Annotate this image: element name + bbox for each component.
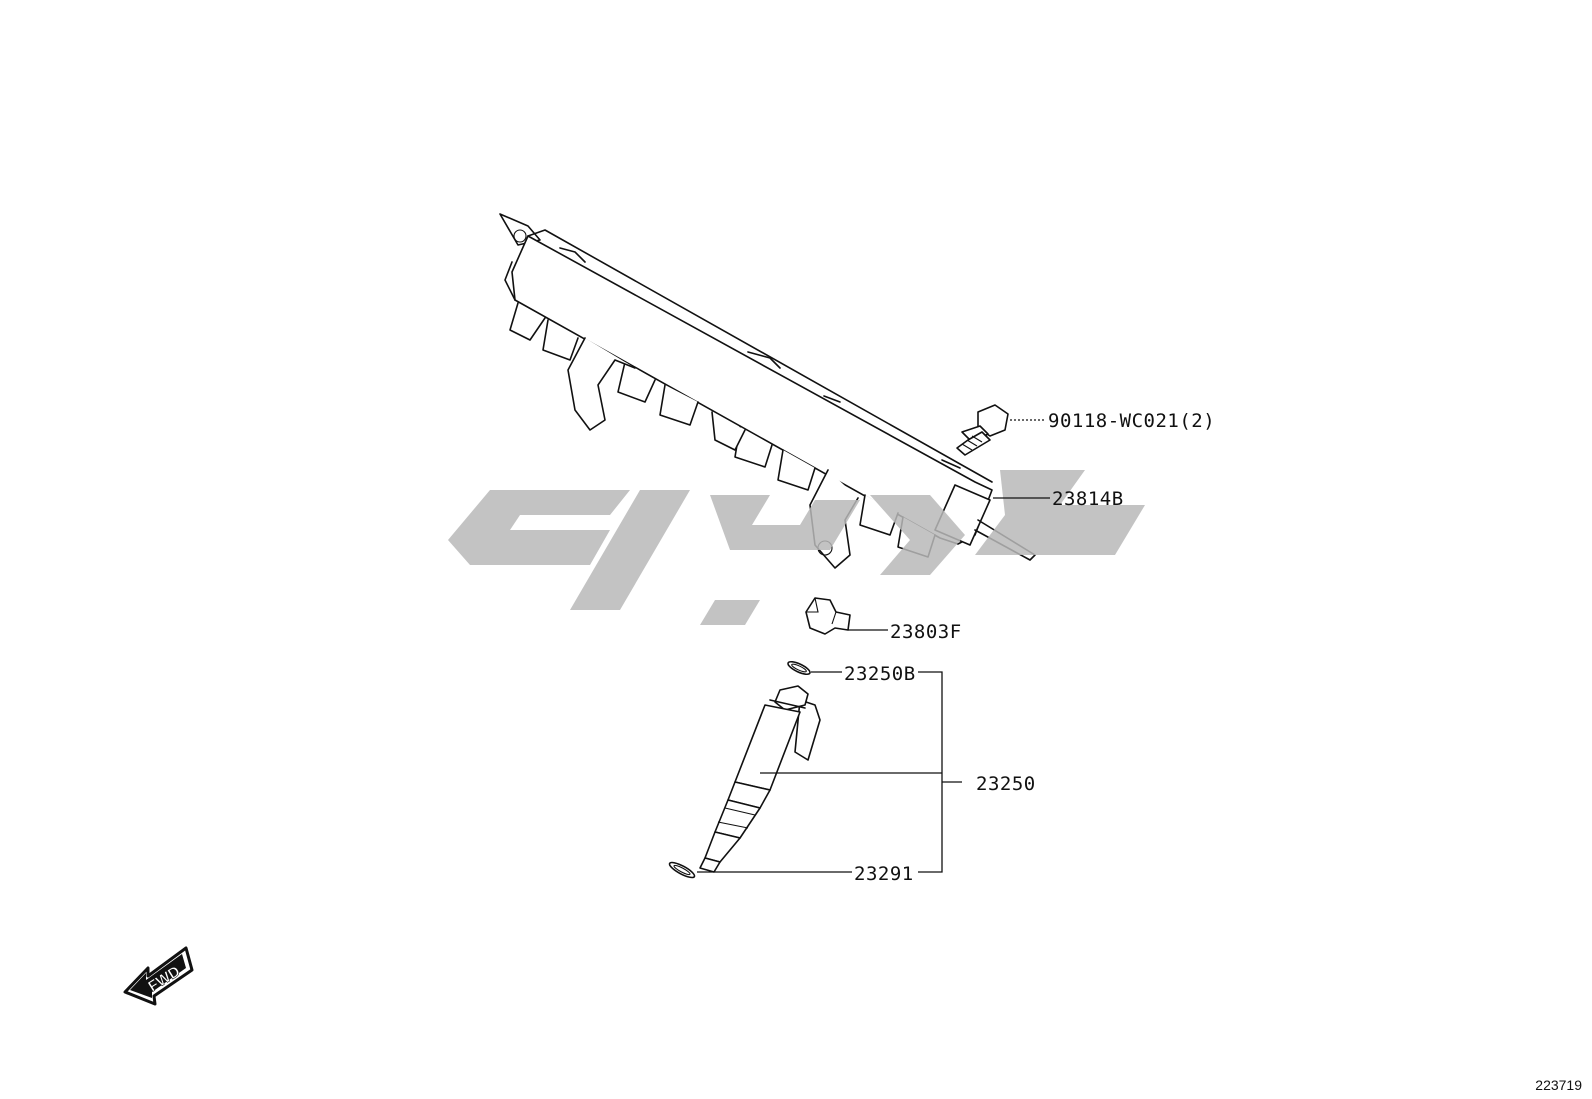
diagram-id: 223719 (1535, 1077, 1582, 1093)
clip[interactable] (805, 597, 851, 635)
bolt[interactable] (956, 404, 1009, 456)
label-rail[interactable]: 23814B (1052, 488, 1124, 510)
label-injector[interactable]: 23250 (976, 773, 1036, 795)
leader-lines (697, 419, 1050, 873)
label-bolt[interactable]: 90118-WC021(2) (1048, 410, 1215, 432)
upper-o-ring[interactable] (786, 659, 811, 676)
label-clip[interactable]: 23803F (890, 621, 962, 643)
label-oring-upper[interactable]: 23250B (844, 663, 916, 685)
label-seal-lower[interactable]: 23291 (854, 863, 914, 885)
fuel-rail[interactable] (499, 213, 1036, 569)
fwd-arrow-icon: FWD (123, 946, 194, 1006)
injector[interactable] (699, 685, 821, 873)
watermark-logo (448, 470, 1145, 625)
lower-seal[interactable] (668, 860, 696, 880)
